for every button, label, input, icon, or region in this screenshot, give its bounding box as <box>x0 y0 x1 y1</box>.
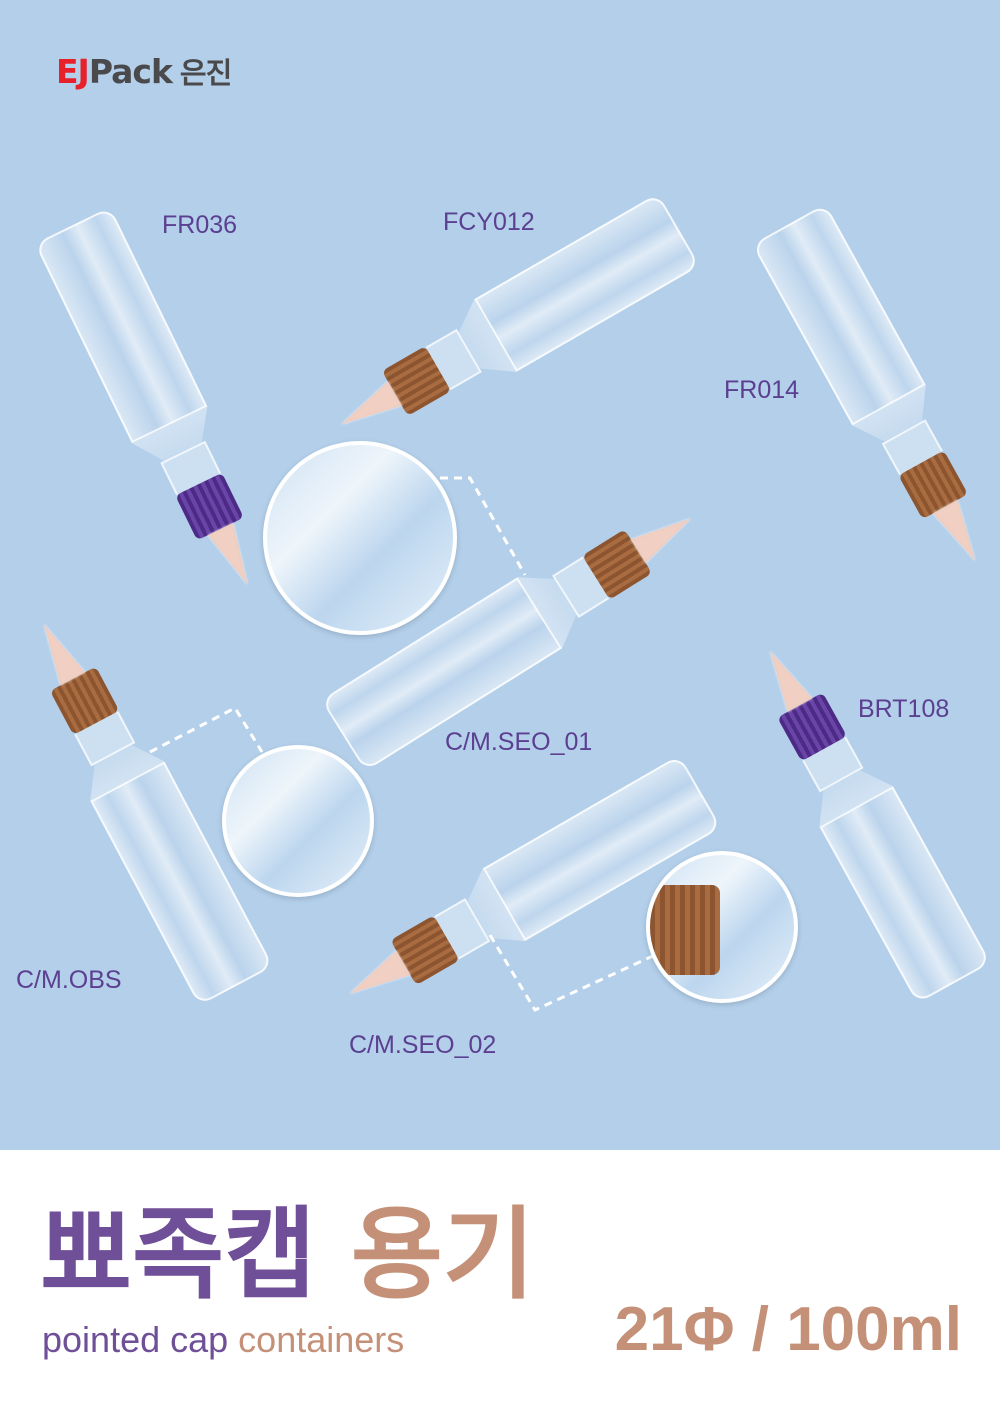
nozzle <box>31 617 86 686</box>
headline-korean-1: 뾰족캡 <box>40 1196 316 1313</box>
nozzle <box>933 499 988 568</box>
headline-english: pointed cap containers <box>42 1318 404 1362</box>
label-fr014: FR014 <box>724 376 800 404</box>
headline-korean: 뾰족캡 용기 <box>40 1205 535 1305</box>
logo-ej: EJ <box>56 52 90 91</box>
logo-pack: Pack <box>88 52 173 91</box>
label-cm-seo-01: C/M.SEO_01 <box>445 728 593 756</box>
cap-detail <box>650 885 720 975</box>
headline-english-1: pointed cap <box>42 1319 229 1360</box>
nozzle <box>757 644 813 712</box>
spec-text: 21Φ / 100ml <box>614 1295 962 1364</box>
nozzle <box>630 506 699 564</box>
detail-zoom-obs <box>222 745 374 897</box>
detail-zoom-seo-01 <box>263 441 457 635</box>
label-cm-seo-02: C/M.SEO_02 <box>349 1031 497 1059</box>
nozzle <box>342 950 411 1006</box>
logo-korean: 은진 <box>179 56 232 90</box>
nozzle <box>207 522 261 591</box>
label-brt108: BRT108 <box>858 695 950 723</box>
label-fr036: FR036 <box>162 211 238 239</box>
label-cm-obs: C/M.OBS <box>16 966 122 994</box>
label-fcy012: FCY012 <box>443 208 535 236</box>
headline-korean-2: 용기 <box>350 1196 535 1313</box>
headline-english-2: containers <box>238 1319 405 1360</box>
callout-lines <box>149 476 656 1012</box>
detail-zoom-seo-02 <box>646 851 798 1003</box>
nozzle <box>334 381 402 437</box>
